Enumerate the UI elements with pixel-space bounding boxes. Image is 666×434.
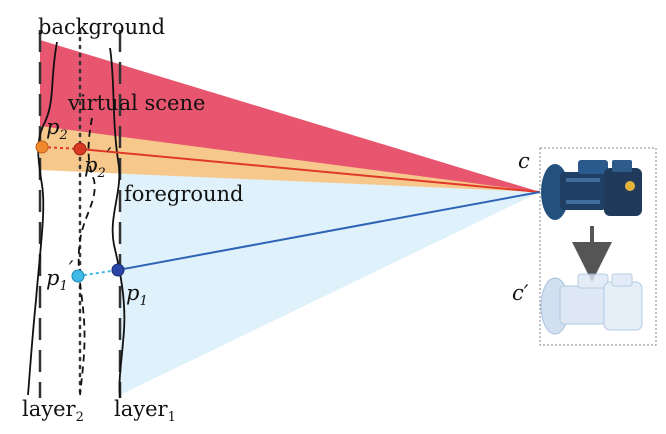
ray-blue [117,191,541,271]
label-layer2: layer2 [22,397,84,425]
label-p1-prime: p1′ [46,257,74,294]
foreground-cone [120,148,540,395]
label-layer1: layer1 [114,397,176,425]
point-p1-prime [71,269,85,283]
point-p1 [111,263,125,277]
camera-ghost-icon [540,273,643,335]
virtual-scene-band [40,126,540,192]
label-p2: p2 [46,115,68,143]
label-virtual-scene: virtual scene [67,91,205,115]
virtual-scene-surface [77,117,96,396]
label-camera-c-prime: c′ [512,281,529,305]
background-surface [27,41,58,396]
foreground-surface [109,47,126,399]
label-foreground: foreground [124,182,244,206]
point-p2 [35,140,49,154]
label-camera-c: c [518,149,530,173]
label-background: background [38,15,165,39]
camera-icon [541,160,642,220]
point-p2-prime [73,142,87,156]
label-p2-prime: p2′ [84,144,112,181]
label-p1: p1 [126,281,148,309]
ray-dotted-bottom [77,269,119,277]
ray-red [79,148,541,193]
